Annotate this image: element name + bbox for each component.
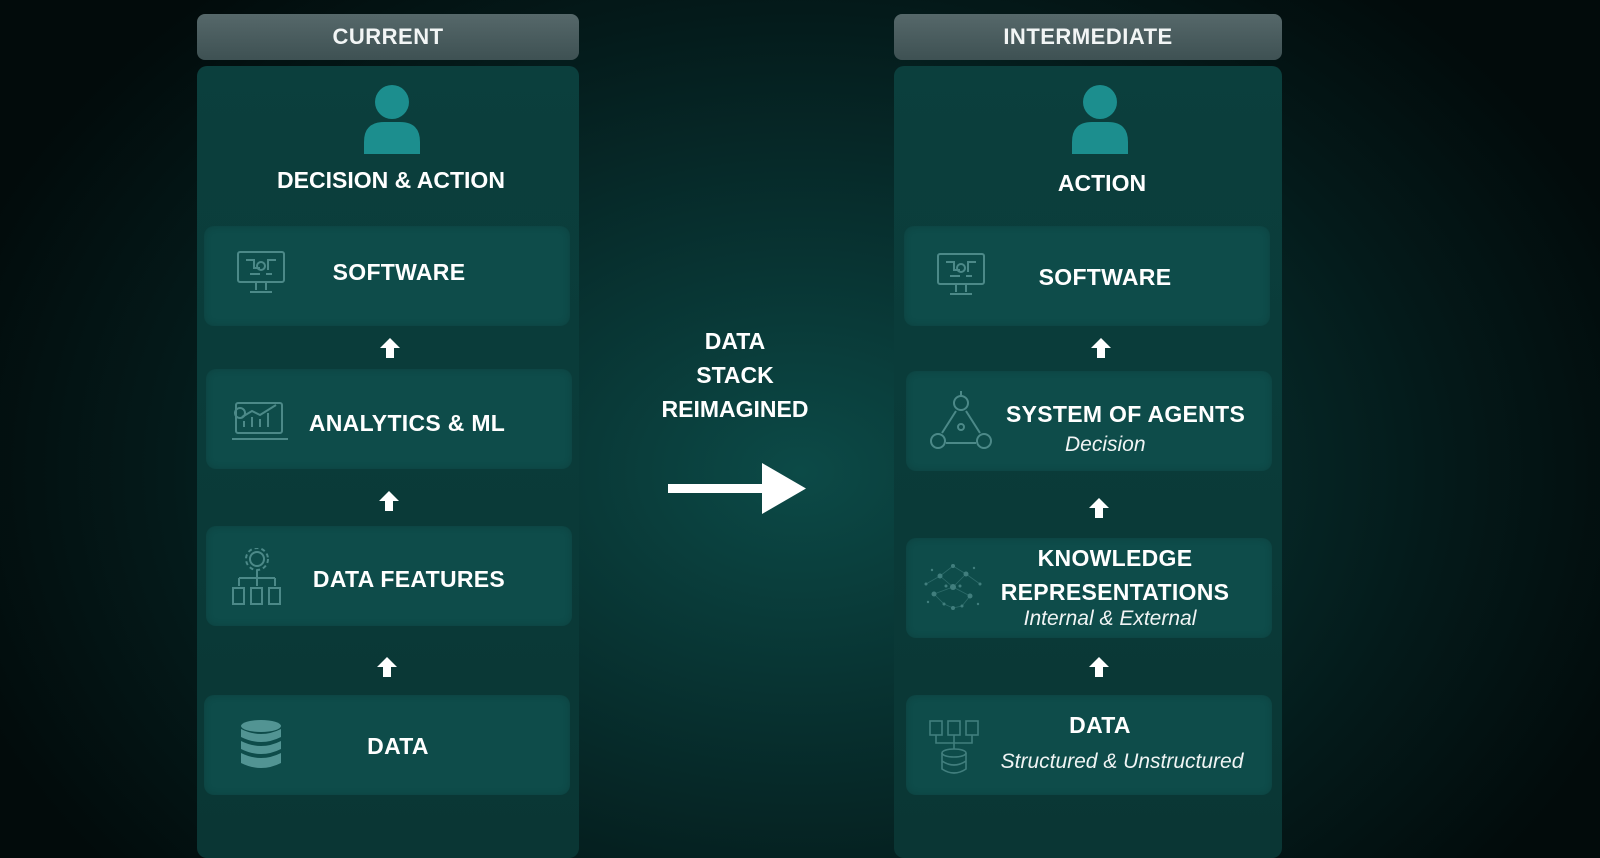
- person-icon: [362, 84, 422, 156]
- data-stack-reimagined: DATA STACK REIMAGINED: [650, 324, 820, 426]
- up-arrow-icon: [1088, 656, 1110, 678]
- layer-knowledge-representations: KNOWLEDGE REPRESENTATIONS Internal & Ext…: [906, 538, 1272, 638]
- layer-software: SOFTWARE: [904, 226, 1270, 326]
- layer-data-label: DATA: [1069, 712, 1131, 738]
- layer-system-of-agents: SYSTEM OF AGENTS Decision: [906, 371, 1272, 471]
- gear-hierarchy-icon: [230, 547, 284, 613]
- layer-knowledge-label-line2: REPRESENTATIONS: [1000, 579, 1230, 605]
- knowledge-graph-icon: [920, 558, 986, 621]
- up-arrow-icon: [378, 490, 400, 512]
- intermediate-header: INTERMEDIATE: [894, 14, 1282, 60]
- action-label: ACTION: [1057, 170, 1147, 196]
- layer-software-label: SOFTWARE: [1038, 264, 1172, 290]
- monitor-circuit-icon: [936, 250, 986, 305]
- monitor-circuit-icon: [236, 248, 286, 303]
- layer-data-label: DATA: [367, 733, 429, 759]
- layer-knowledge-sub: Internal & External: [1023, 607, 1197, 630]
- center-line-stack: STACK: [696, 362, 774, 388]
- layer-knowledge-label-line1: KNOWLEDGE: [1037, 545, 1193, 571]
- up-arrow-icon: [379, 337, 401, 359]
- layer-analytics-ml-label: ANALYTICS & ML: [308, 410, 506, 436]
- layer-data-sub: Structured & Unstructured: [1000, 750, 1244, 773]
- up-arrow-icon: [1088, 497, 1110, 519]
- up-arrow-icon: [376, 656, 398, 678]
- layer-data-features-label: DATA FEATURES: [312, 566, 506, 592]
- layer-system-of-agents-sub: Decision: [1065, 433, 1146, 456]
- person-icon: [1070, 84, 1130, 156]
- documents-database-icon: [928, 719, 980, 782]
- layer-system-of-agents-label: SYSTEM OF AGENTS: [1006, 401, 1246, 427]
- current-header: CURRENT: [197, 14, 579, 60]
- intermediate-header-label: INTERMEDIATE: [1003, 24, 1173, 49]
- center-line-data: DATA: [704, 328, 766, 354]
- analytics-chart-icon: [230, 399, 290, 450]
- layer-data: DATA Structured & Unstructured: [906, 695, 1272, 795]
- layer-analytics-ml: ANALYTICS & ML: [206, 369, 572, 469]
- current-header-label: CURRENT: [332, 24, 444, 49]
- layer-data-features: DATA FEATURES: [206, 526, 572, 626]
- database-icon: [240, 719, 282, 776]
- center-line-reimagined: REIMAGINED: [661, 396, 809, 422]
- up-arrow-icon: [1090, 337, 1112, 359]
- right-arrow-icon: [666, 460, 808, 518]
- layer-software-label: SOFTWARE: [332, 259, 466, 285]
- decision-action-label: DECISION & ACTION: [277, 167, 505, 193]
- layer-data: DATA: [204, 695, 570, 795]
- layer-software: SOFTWARE: [204, 226, 570, 326]
- agent-network-icon: [926, 389, 996, 458]
